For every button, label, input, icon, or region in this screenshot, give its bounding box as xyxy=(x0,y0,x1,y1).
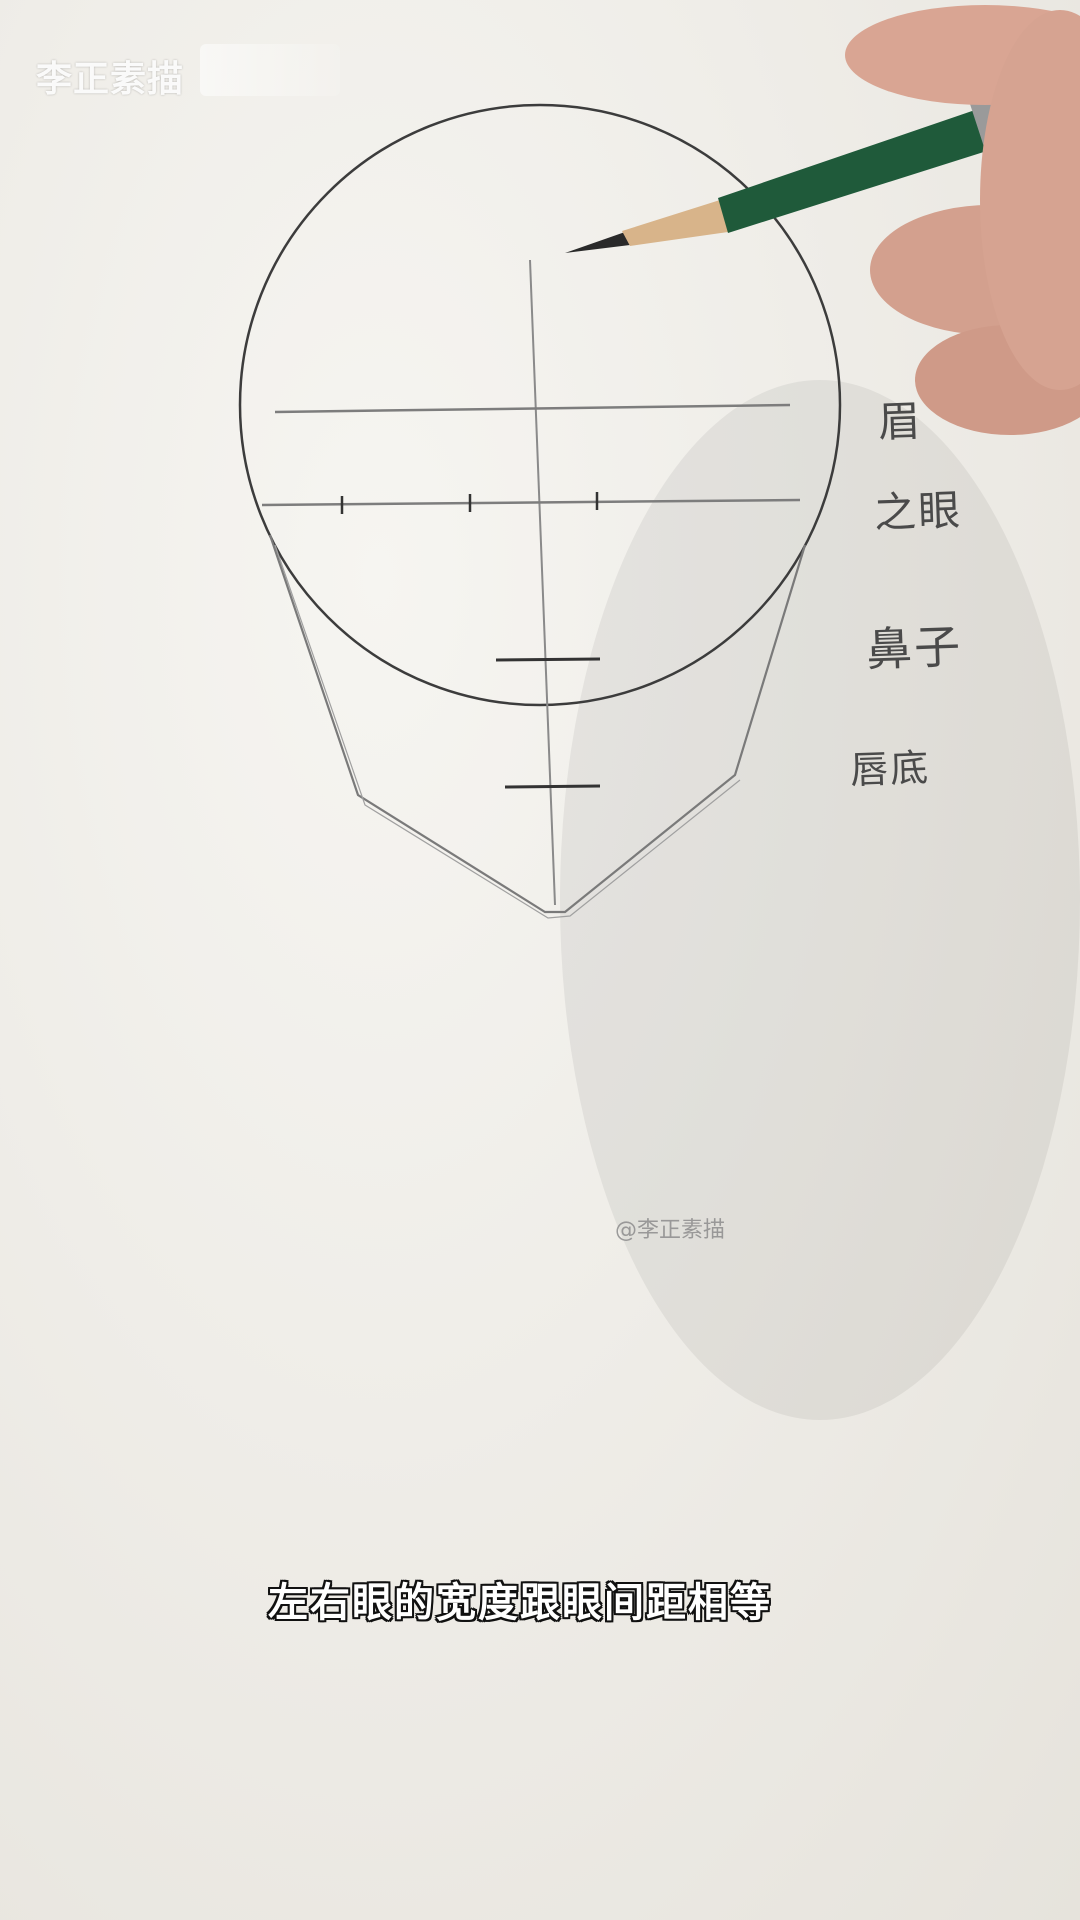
lip-line xyxy=(504,784,601,789)
cranium-circle xyxy=(238,103,842,707)
brow-line xyxy=(274,403,791,414)
subtitle-caption: 左右眼的宽度跟眼间距相等 xyxy=(268,1580,772,1626)
hand-shadow xyxy=(560,380,1080,1420)
pencil-wood-tip xyxy=(622,200,728,246)
jaw-outline xyxy=(268,534,807,914)
pencil-body xyxy=(718,110,990,233)
handwritten-label-nose: 鼻子 xyxy=(865,619,964,677)
center-vertical-line xyxy=(529,259,556,906)
handwritten-label-eye: 之眼 xyxy=(873,485,963,538)
watermark-logo-faint xyxy=(200,44,340,96)
handwritten-label-brow: 眉 xyxy=(877,396,923,447)
palm xyxy=(980,10,1080,390)
watermark-mid: @李正素描 xyxy=(615,1218,726,1243)
jaw-outline-echo xyxy=(274,544,741,919)
handwritten-label-lip: 唇底 xyxy=(849,745,931,793)
nose-line xyxy=(495,657,601,662)
eye-line xyxy=(261,498,801,507)
pencil-lead xyxy=(565,232,630,253)
watermark-top: 李正素描 xyxy=(36,59,185,100)
hand xyxy=(845,5,1080,435)
